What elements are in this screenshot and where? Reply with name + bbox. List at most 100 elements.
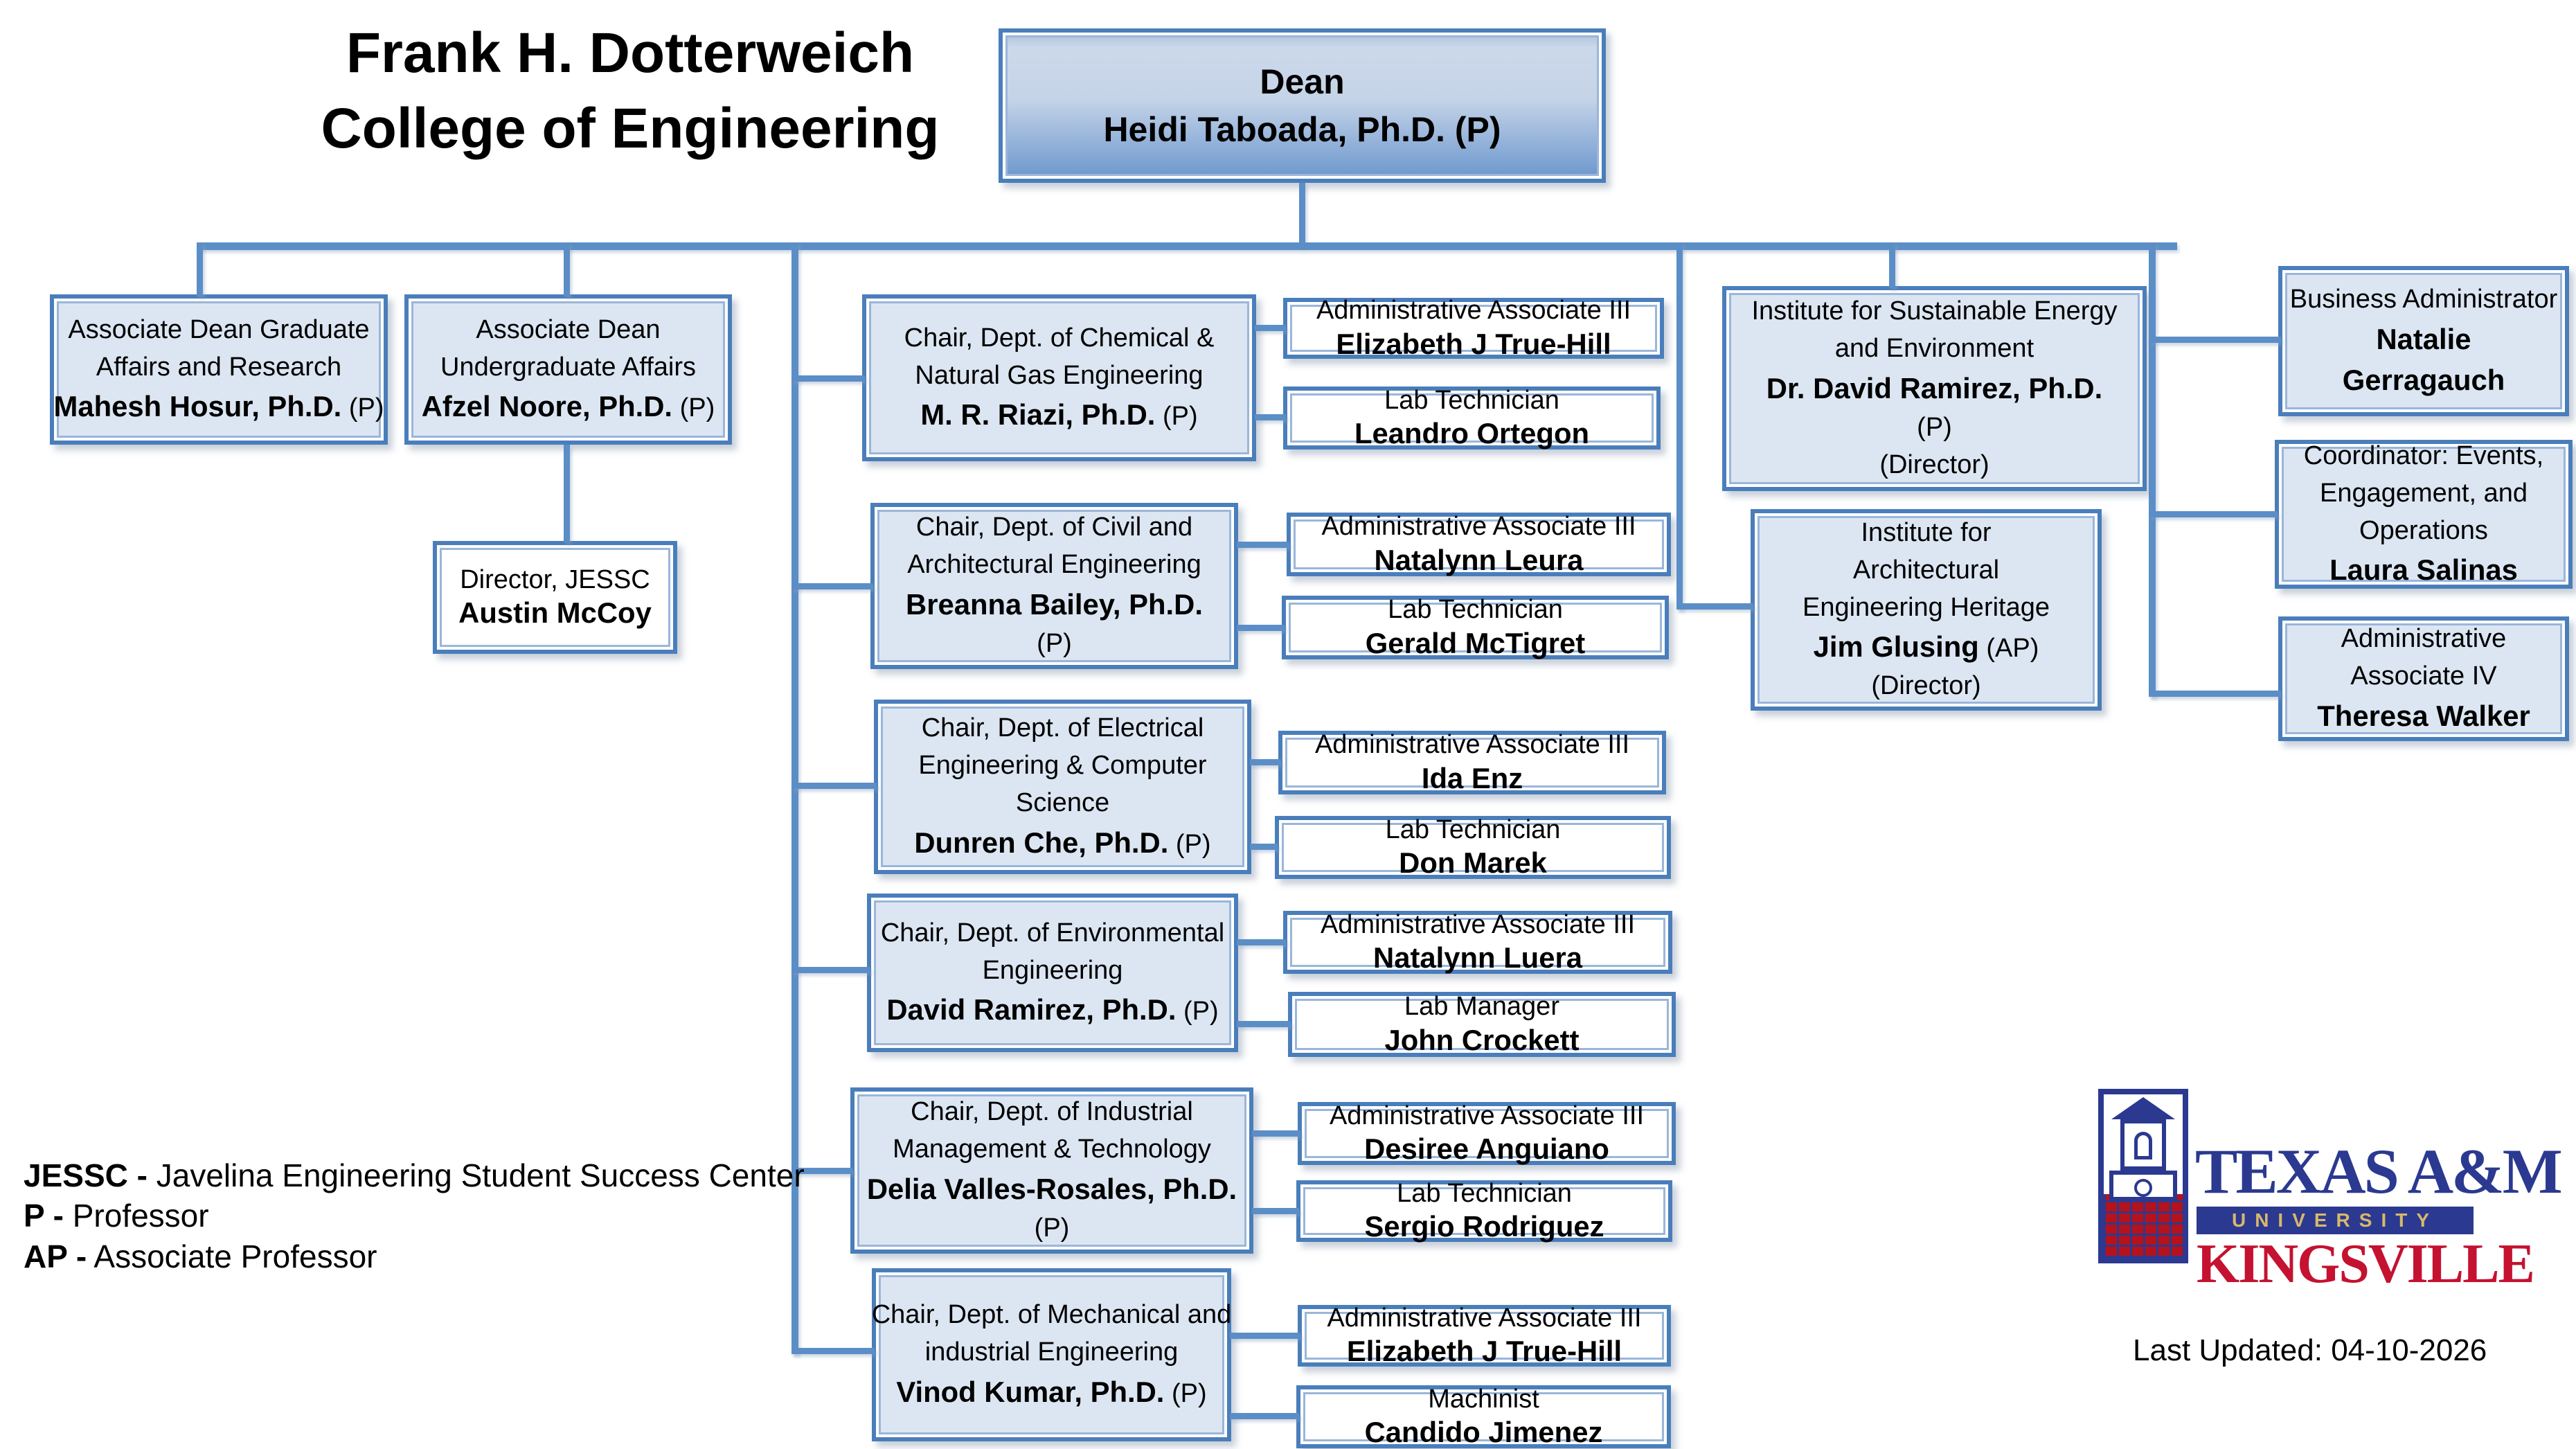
connector-stub-mechanical [791,1348,875,1354]
role-text: Chair, Dept. of Environmental [880,918,1225,948]
connector-stub-machinist [1230,1413,1299,1419]
org-box-line: John Crockett [1384,1023,1579,1058]
tower-roof [2111,1097,2175,1119]
role-text: Administrative Associate III [1316,296,1631,326]
person-name: Dr. David Ramirez, Ph.D. [1766,372,2103,405]
legend-item-jessc: JESSC - Javelina Engineering Student Suc… [24,1155,805,1195]
person-name: Natalie [2376,322,2471,355]
org-box-line: Administrative Associate III [1321,510,1636,542]
person-name: M. R. Riazi, Ph.D. [920,398,1156,432]
person-name: Laura Salinas [2329,553,2518,587]
page-title: Frank H. Dotterweich College of Engineer… [291,15,969,166]
role-text: Institute for Sustainable Energy [1751,296,2118,326]
org-box-line: Affairs and Research [96,349,341,386]
connector-stub-aa-environmental [1237,939,1286,945]
org-box-line: Don Marek [1399,846,1547,881]
connector-stub-chemical [791,375,865,382]
person-name: Delia Valles-Rosales, Ph.D. [866,1173,1237,1205]
person-name: Sergio Rodriguez [1364,1210,1604,1243]
connector-stub-industrial [791,1168,853,1174]
role-text: (P) [1176,997,1219,1026]
person-name: Vinod Kumar, Ph.D. [896,1375,1165,1408]
role-text: (P) [341,393,384,423]
role-text: (Director) [1871,671,1981,701]
role-text: Business Administrator [2289,284,2558,314]
legend-text: Professor [63,1198,209,1234]
person-name: Mahesh Hosur, Ph.D. [53,390,342,423]
org-box-line: Elizabeth J True-Hill [1336,327,1611,362]
role-text: (P) [1037,628,1072,658]
connector-stub-environmental [791,967,870,973]
role-text: Associate IV [2350,661,2497,691]
org-box-line: Lab Technician [1397,1177,1572,1209]
person-name: Gerald McTigret [1365,626,1586,659]
tamuk-tower-icon [2098,1089,2188,1263]
org-box-line: Administrative Associate III [1316,294,1631,326]
legend-abbr: JESSC - [24,1157,147,1193]
role-text: Chair, Dept. of Civil and [915,513,1193,542]
org-box-line: Dunren Che, Ph.D. (P) [914,822,1210,864]
org-box-line: Gerragauch [2343,359,2505,401]
role-text: Institute for [1861,517,1992,547]
org-box-line: Dean [1260,64,1344,99]
legend-abbr: P - [24,1198,64,1234]
org-box-line: Engineering & Computer [918,747,1206,785]
connector-main-rail [197,242,2177,250]
connector-stub-aa-mechanical [1230,1333,1300,1339]
org-box-line: Management & Technology [893,1131,1211,1168]
role-text: Undergraduate Affairs [440,352,696,382]
org-box-line: Chair, Dept. of Environmental [881,915,1224,952]
org-box-line: Afzel Noore, Ph.D. (P) [422,386,715,427]
org-box-line: Science [1016,785,1109,822]
org-box-line: Associate Dean [476,312,660,349]
role-text: Engineering [982,955,1123,985]
org-box-line: Administrative Associate III [1321,909,1635,941]
role-text: Architectural Engineering [907,550,1201,580]
org-box-line: and Environment [1835,330,2034,368]
org-box-line: Gerald McTigret [1366,626,1585,661]
role-text: industrial Engineering [924,1337,1179,1367]
person-name: Breanna Bailey, Ph.D. [906,588,1203,621]
legend-text: Associate Professor [87,1238,377,1274]
connector-stub-aa-industrial [1252,1130,1300,1137]
org-box-line: (P) [1917,409,1952,447]
connector-stub-civil [791,583,873,589]
org-box-line: Institute for [1861,515,1992,552]
person-name: Heidi Taboada, Ph.D. (P) [1103,109,1501,149]
role-text: Administrative Associate III [1329,1101,1645,1130]
org-box-line: Leandro Ortegon [1354,416,1589,452]
connector-stub-admin-assoc-iv [2149,691,2281,697]
connector-right-rail [2149,242,2156,697]
role-text: Affairs and Research [96,352,342,382]
org-box-line: Architectural Engineering [907,546,1201,584]
org-box-line: Mahesh Hosur, Ph.D. (P) [54,386,384,427]
connector-stub-coordinator [2149,511,2278,517]
legend-abbr: AP - [24,1238,87,1274]
org-box-line: (P) [1037,625,1072,663]
legend-text: Javelina Engineering Student Success Cen… [147,1157,805,1193]
org-box-line: Chair, Dept. of Electrical [922,710,1204,747]
role-text: Associate Dean Graduate [68,314,370,344]
connector-drop-assoc-graduate [197,242,203,296]
person-name: Gerragauch [2342,364,2505,397]
connector-stub-business-admin [2149,337,2281,343]
connector-stub-lt-chemical [1255,414,1286,420]
person-name: Elizabeth J True-Hill [1336,327,1611,360]
role-text: Lab Technician [1397,1178,1572,1208]
org-box-line: Lab Manager [1404,990,1559,1022]
role-text: Lab Technician [1384,385,1559,415]
org-box-line: Chair, Dept. of Industrial [911,1094,1193,1131]
